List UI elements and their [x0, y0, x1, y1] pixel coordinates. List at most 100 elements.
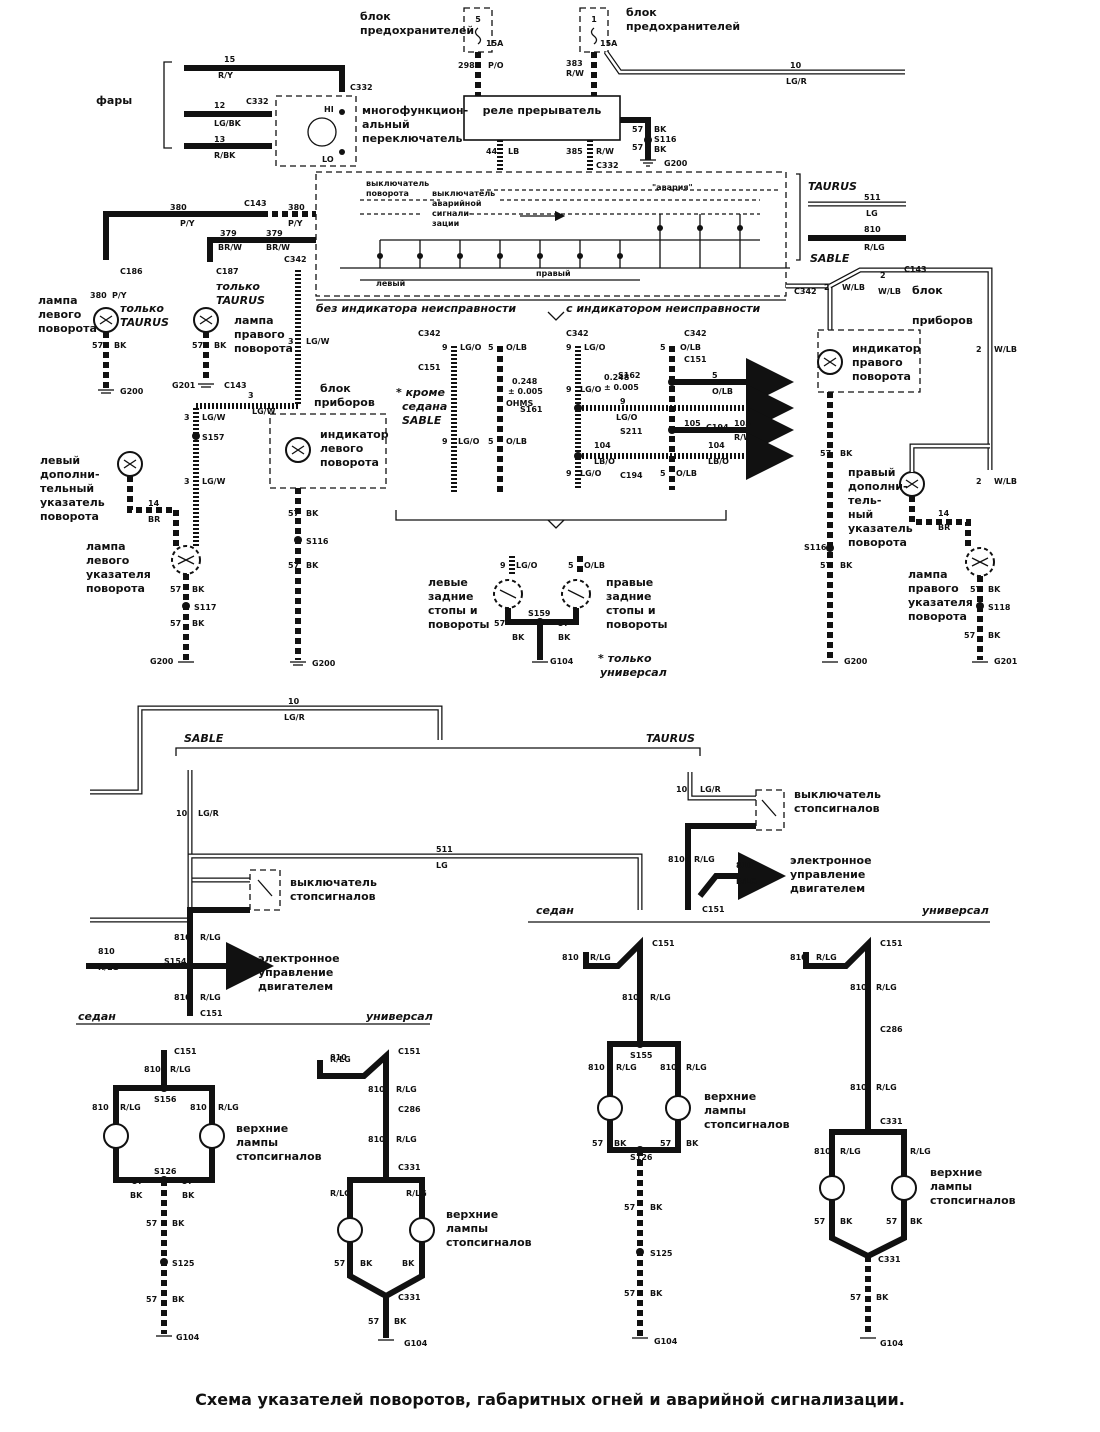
svg-text:379: 379 — [220, 229, 237, 238]
sable-sedan-lamps: C151 810 R/LG S156 810 R/LG 810 R/LG вер… — [92, 1047, 322, 1342]
svg-text:810: 810 — [562, 953, 579, 962]
svg-text:BK: BK — [840, 1217, 853, 1226]
svg-text:поворота: поворота — [320, 456, 379, 469]
svg-text:LG/O: LG/O — [580, 385, 602, 394]
fuse-block-label: предохранителей — [360, 24, 474, 37]
ground-g200: G200 — [640, 159, 688, 168]
svg-text:BR: BR — [938, 523, 950, 532]
svg-text:HI: HI — [324, 105, 334, 114]
svg-text:поворота: поворота — [908, 610, 967, 623]
svg-text:BK: BK — [654, 125, 667, 134]
svg-text:выключатель: выключатель — [432, 189, 495, 198]
svg-text:1: 1 — [591, 15, 597, 24]
svg-text:R/LG: R/LG — [218, 1103, 239, 1112]
svg-text:9: 9 — [442, 343, 448, 352]
svg-text:электронное: электронное — [790, 854, 872, 867]
svg-text:двигателем: двигателем — [258, 980, 333, 993]
svg-text:57: 57 — [814, 1217, 825, 1226]
wire-379 — [207, 237, 316, 262]
svg-text:верхние: верхние — [236, 1122, 288, 1135]
fuse-block-label: предохранителей — [626, 20, 740, 33]
svg-text:5: 5 — [660, 469, 666, 478]
svg-text:W/LB: W/LB — [878, 287, 901, 296]
svg-text:тель-: тель- — [848, 494, 881, 507]
fuse-block-left: 5 15A блок предохранителей 298 P/O — [360, 7, 504, 70]
svg-text:57: 57 — [624, 1289, 635, 1298]
svg-text:R/LG: R/LG — [876, 1083, 897, 1092]
svg-text:380: 380 — [90, 291, 107, 300]
svg-text:приборов: приборов — [912, 314, 973, 327]
svg-text:S157: S157 — [202, 433, 224, 442]
svg-text:57: 57 — [632, 143, 643, 152]
svg-text:поворота: поворота — [852, 370, 911, 383]
svg-text:LG/O: LG/O — [458, 437, 480, 446]
svg-text:TAURUS: TAURUS — [808, 180, 857, 193]
svg-text:57: 57 — [146, 1219, 157, 1228]
svg-text:аварийной: аварийной — [432, 199, 481, 208]
svg-text:правый: правый — [536, 269, 571, 278]
svg-text:правого: правого — [234, 328, 285, 341]
ground-g201: G201 — [172, 381, 214, 390]
svg-text:LG/R: LG/R — [786, 77, 807, 86]
svg-text:R/LG: R/LG — [694, 855, 715, 864]
svg-text:верхние: верхние — [704, 1090, 756, 1103]
svg-text:LG/W: LG/W — [306, 337, 330, 346]
svg-text:± 0.005: ± 0.005 — [604, 383, 639, 392]
svg-text:повороты: повороты — [428, 618, 489, 631]
svg-text:10: 10 — [676, 785, 688, 794]
svg-text:BK: BK — [214, 341, 227, 350]
svg-text:приборов: приборов — [314, 396, 375, 409]
svg-text:R/LG: R/LG — [396, 1085, 417, 1094]
svg-text:5: 5 — [475, 15, 481, 24]
svg-text:C143: C143 — [904, 265, 927, 274]
svg-text:G104: G104 — [404, 1339, 428, 1348]
svg-text:810: 810 — [736, 861, 753, 870]
svg-text:"авария": "авария" — [652, 183, 693, 192]
svg-text:C151: C151 — [174, 1047, 197, 1056]
svg-text:BK: BK — [306, 561, 319, 570]
svg-text:BK: BK — [306, 509, 319, 518]
svg-text:правый: правый — [848, 466, 896, 479]
svg-text:O/LB: O/LB — [506, 437, 527, 446]
svg-text:BK: BK — [650, 1289, 663, 1298]
svg-text:зации: зации — [432, 219, 459, 228]
svg-text:левого: левого — [86, 554, 130, 567]
svg-text:многофункцион-: многофункцион- — [362, 104, 468, 117]
svg-text:S211: S211 — [620, 427, 643, 436]
svg-text:LG/O: LG/O — [584, 343, 606, 352]
svg-text:57: 57 — [850, 1293, 861, 1302]
svg-text:* только: * только — [598, 652, 652, 665]
sable-wagon-lamps: C151 810 R/LG 810 R/LG C286 810 R/LG C33… — [317, 1047, 532, 1348]
splice-s116 — [644, 136, 652, 144]
svg-text:810: 810 — [850, 983, 867, 992]
svg-text:C194: C194 — [620, 471, 643, 480]
wire-57-flasher — [620, 117, 651, 160]
svg-text:810: 810 — [668, 855, 685, 864]
svg-text:поворота: поворота — [234, 342, 293, 355]
svg-text:LO: LO — [322, 155, 334, 164]
svg-text:R/LG: R/LG — [590, 953, 611, 962]
svg-text:LG/R: LG/R — [700, 785, 721, 794]
svg-text:G200: G200 — [312, 659, 336, 668]
svg-text:2: 2 — [824, 283, 830, 292]
svg-text:3: 3 — [184, 477, 190, 486]
svg-text:C151: C151 — [684, 355, 707, 364]
svg-text:810: 810 — [144, 1065, 161, 1074]
rear-lamps: 9 LG/O 5 O/LB S159 57 57 BK BK G104 левы… — [428, 556, 667, 679]
left-indicator-lamp — [171, 545, 201, 575]
svg-text:2: 2 — [976, 477, 982, 486]
svg-text:правые: правые — [606, 576, 653, 589]
svg-text:13: 13 — [214, 135, 225, 144]
svg-text:LG/W: LG/W — [202, 413, 226, 422]
svg-text:± 0.005: ± 0.005 — [508, 387, 543, 396]
svg-text:R/W: R/W — [566, 69, 584, 78]
svg-text:лампа: лампа — [908, 568, 948, 581]
svg-text:104: 104 — [594, 441, 611, 450]
svg-text:S156: S156 — [154, 1095, 177, 1104]
svg-text:BK: BK — [114, 341, 127, 350]
svg-text:W/LB: W/LB — [994, 345, 1017, 354]
svg-text:BK: BK — [558, 633, 571, 642]
svg-text:W/LB: W/LB — [994, 477, 1017, 486]
svg-text:C332: C332 — [350, 83, 373, 92]
svg-text:C286: C286 — [880, 1025, 903, 1034]
